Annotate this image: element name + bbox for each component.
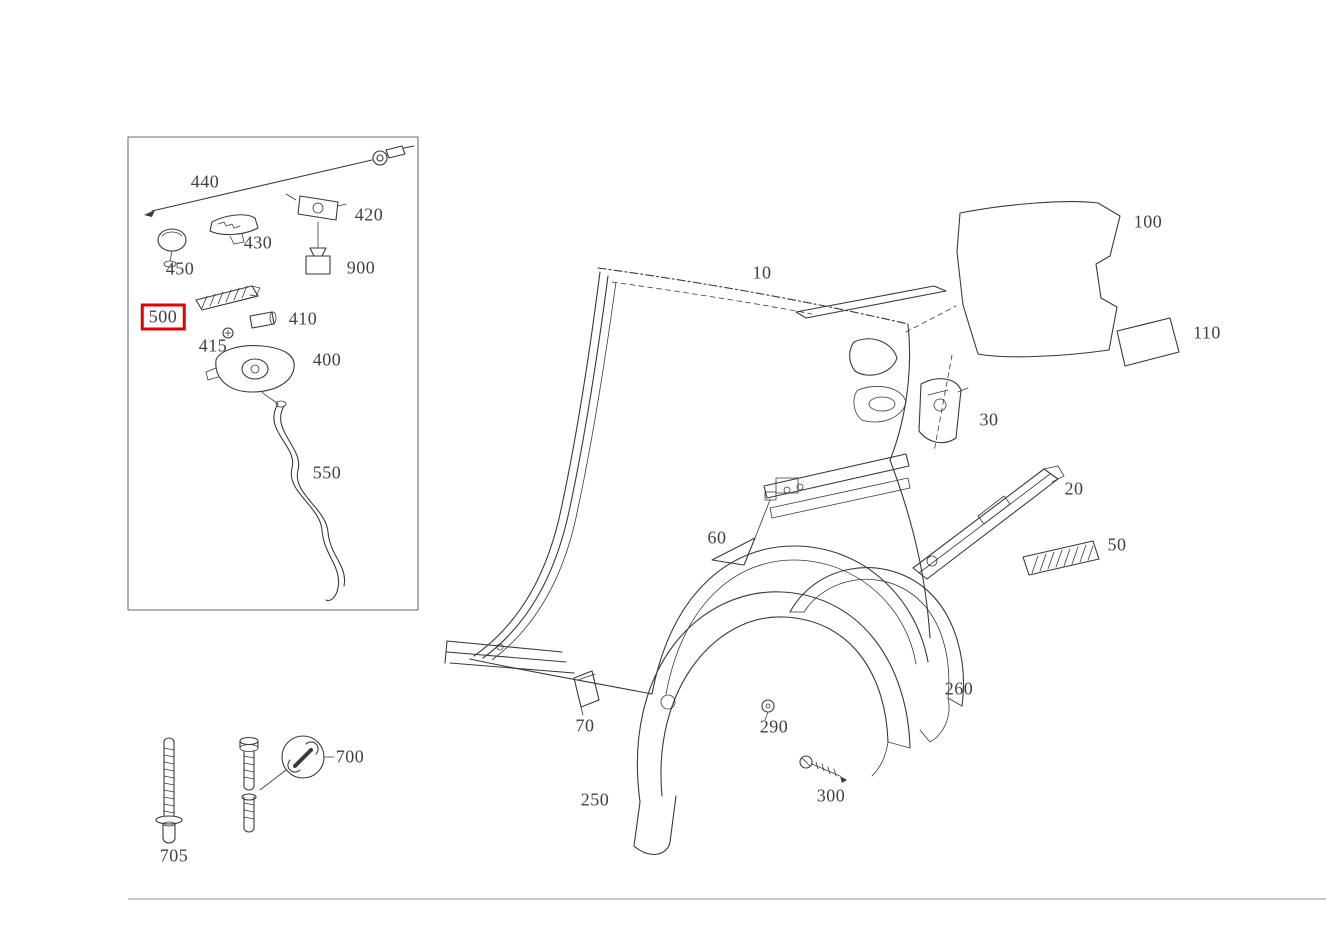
part-60-clip xyxy=(711,491,777,566)
part-110-pad xyxy=(1116,317,1180,367)
part-260-wheelhouse xyxy=(789,567,965,743)
part-550-hose xyxy=(273,400,346,602)
wrench-icon xyxy=(287,741,319,773)
part-50-vent-grille xyxy=(1022,540,1100,576)
part-400-housing xyxy=(205,345,295,405)
part-900-grommet xyxy=(305,247,331,275)
part-410-pin xyxy=(249,311,277,329)
part-70-shim xyxy=(573,670,600,716)
part-290-fastener xyxy=(761,699,775,721)
part-430-bracket xyxy=(209,214,259,245)
part-20-reinforcement xyxy=(912,465,1065,580)
part-440-cable xyxy=(144,145,415,217)
part-300-screw xyxy=(799,755,847,783)
part-450-cap xyxy=(157,228,187,268)
part-100-trim-panel xyxy=(956,201,1121,358)
part-705-bolt xyxy=(155,737,183,844)
part-415-screw xyxy=(222,327,234,339)
inset-box xyxy=(127,136,419,611)
part-500-strip xyxy=(195,285,261,311)
part-10-quarter-panel xyxy=(444,267,957,695)
part-250-arch-liner xyxy=(633,591,911,855)
part-420-actuator xyxy=(285,193,347,248)
part-700-studs xyxy=(239,735,335,833)
part-30-closing-panel xyxy=(918,378,969,444)
